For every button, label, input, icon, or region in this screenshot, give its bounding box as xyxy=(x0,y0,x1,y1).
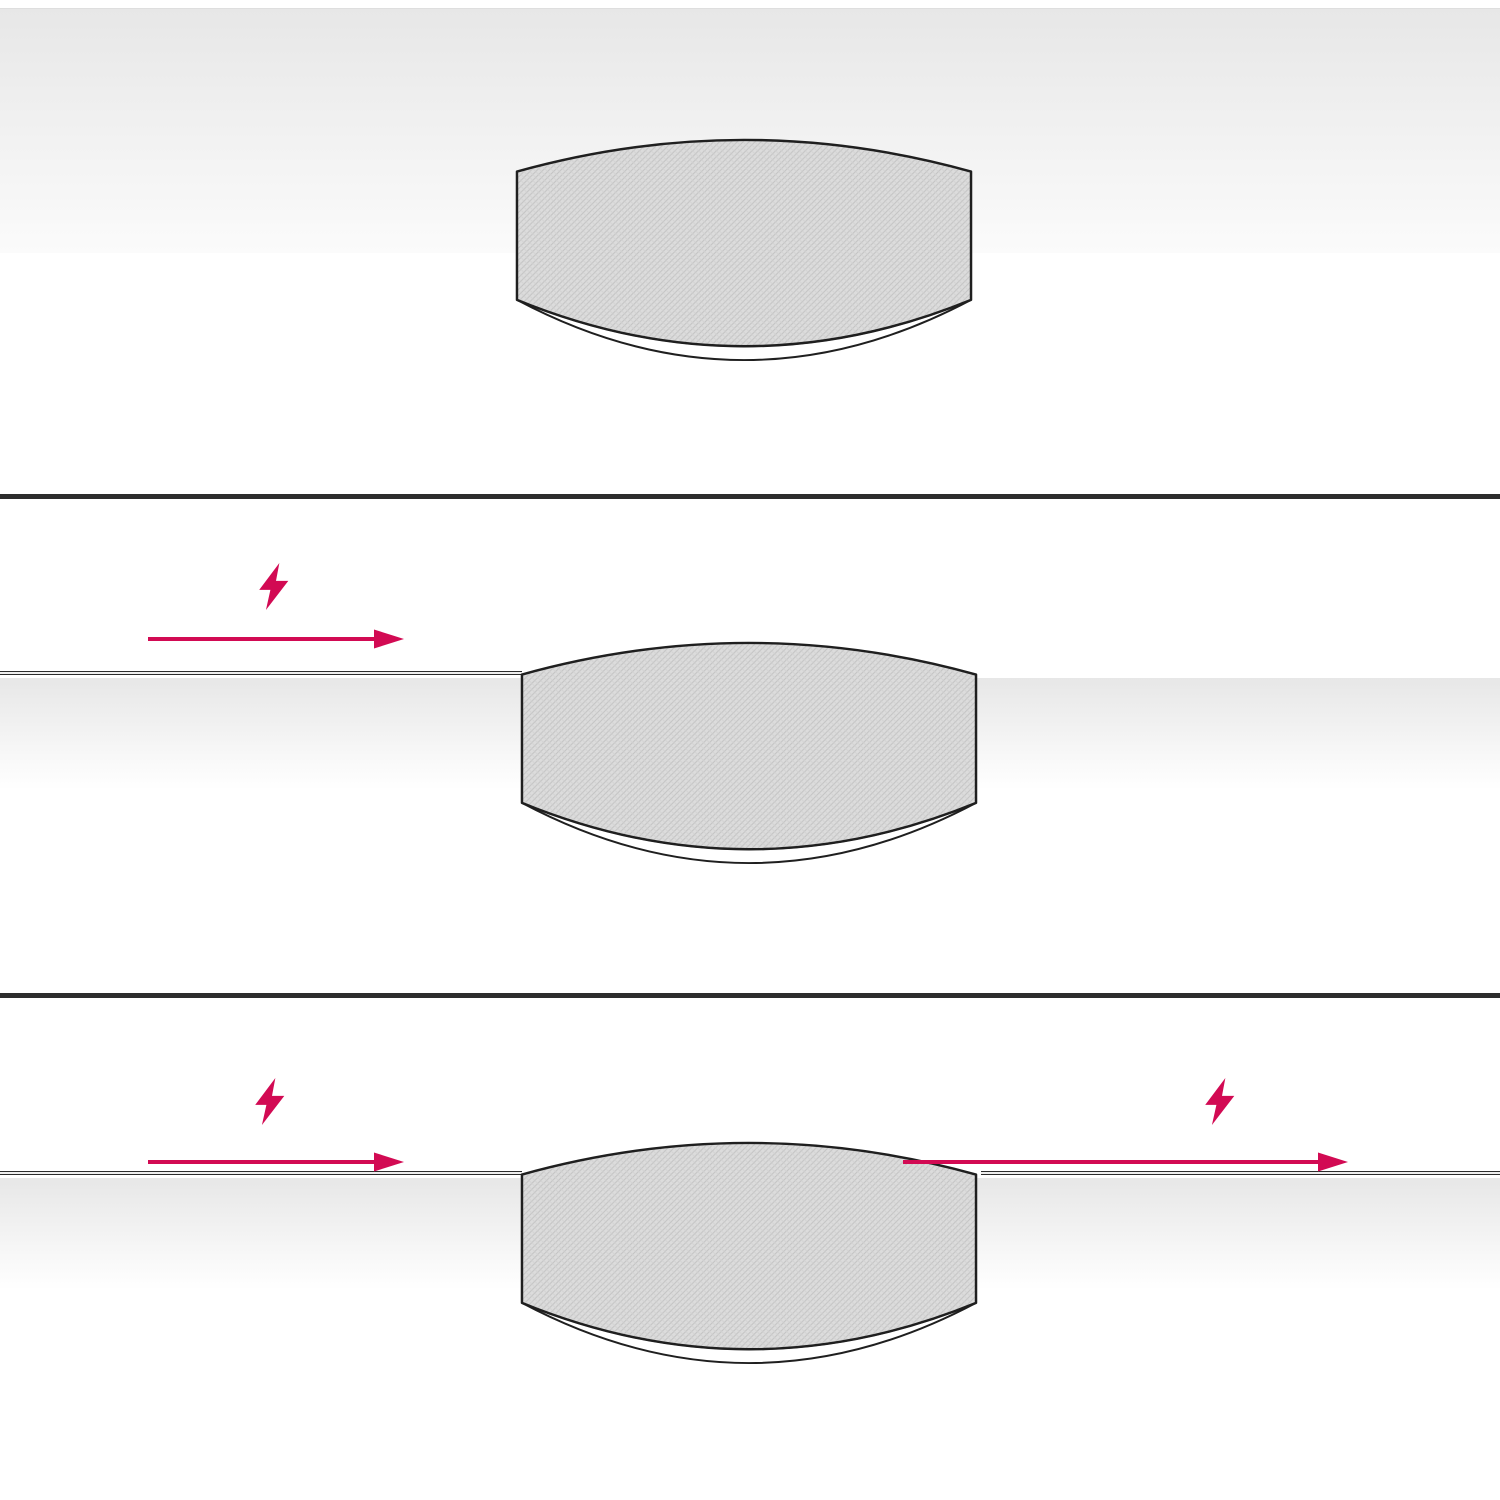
lightning-bolt-icon xyxy=(259,563,289,610)
current-flow-arrow-icon xyxy=(903,1152,1348,1172)
power-cable-right xyxy=(981,1171,1500,1175)
drum-lampshade-icon xyxy=(515,138,973,361)
lampshade-body xyxy=(520,1141,978,1351)
lightning-bolt-icon xyxy=(255,1078,285,1125)
current-flow-arrow-icon xyxy=(148,1152,404,1172)
power-cable-left xyxy=(0,671,522,675)
power-cable-left xyxy=(0,1171,522,1175)
panel-divider xyxy=(0,993,1500,998)
panel-lamp-only xyxy=(0,0,1500,494)
panel-cable-in-left xyxy=(0,499,1500,993)
panel-cable-through xyxy=(0,998,1500,1500)
lampshade-body xyxy=(515,138,973,348)
drum-lampshade-icon xyxy=(520,1141,978,1364)
lampshade-body xyxy=(520,641,978,851)
lightning-bolt-icon xyxy=(1205,1078,1235,1125)
panel-divider xyxy=(0,494,1500,499)
current-flow-arrow-icon xyxy=(148,629,404,649)
drum-lampshade-icon xyxy=(520,641,978,864)
